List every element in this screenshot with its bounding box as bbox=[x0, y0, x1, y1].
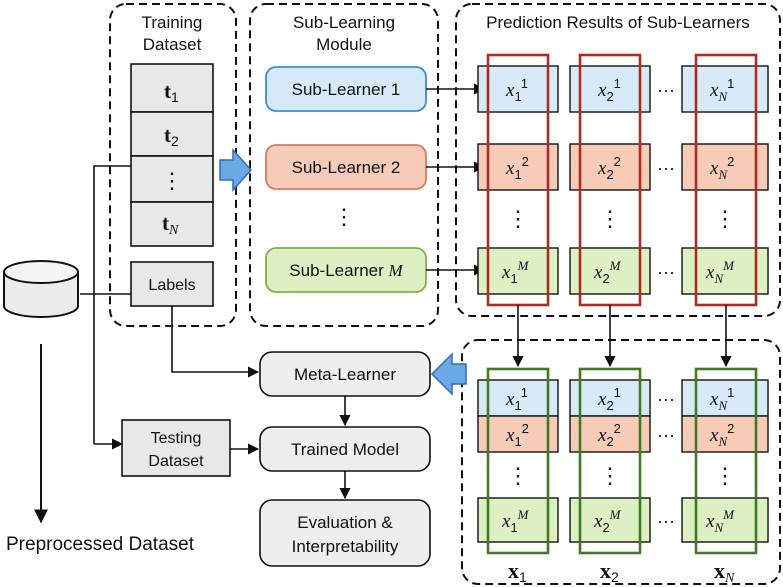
prediction-title: Prediction Results of Sub-Learners bbox=[486, 13, 750, 32]
svg-text:xN1: xN1 bbox=[709, 76, 734, 104]
svg-text:···: ··· bbox=[657, 511, 675, 531]
sub-learner-2-label: Sub-Learner 2 bbox=[292, 158, 401, 177]
svg-text:xN2: xN2 bbox=[709, 154, 734, 182]
stacked-panel bbox=[461, 339, 781, 585]
green-column-frames bbox=[486, 367, 758, 555]
svg-text:⋮: ⋮ bbox=[599, 463, 621, 488]
flow-db-trunk bbox=[80, 165, 131, 295]
svg-text:⋮: ⋮ bbox=[714, 463, 736, 488]
svg-text:x2M: x2M bbox=[593, 507, 622, 535]
svg-text:xNM: xNM bbox=[705, 258, 735, 286]
svg-text:x1M: x1M bbox=[501, 507, 530, 535]
prediction-cell-labels: x11 x21 xN1 x12 x22 xN2 x1M x2M xNM bbox=[501, 76, 735, 286]
arrow-labels-to-meta bbox=[171, 306, 260, 378]
svg-text:···: ··· bbox=[657, 80, 675, 100]
training-samples bbox=[130, 63, 214, 247]
sub-learning-title-line2: Module bbox=[316, 35, 372, 54]
evaluation-line2: Interpretability bbox=[292, 537, 399, 556]
svg-text:x2M: x2M bbox=[593, 258, 622, 286]
svg-text:⋮: ⋮ bbox=[507, 463, 529, 488]
sample-t1: t1 bbox=[164, 79, 179, 105]
meta-learner-label: Meta-Learner bbox=[294, 365, 396, 384]
sub-learner-M-label: Sub-Learner M bbox=[289, 261, 403, 280]
svg-text:x21: x21 bbox=[597, 385, 621, 413]
testing-dataset-box bbox=[121, 419, 231, 477]
sample-vdots: ⋮ bbox=[161, 168, 183, 193]
training-title-line2: Dataset bbox=[143, 35, 202, 54]
sub-learning-panel bbox=[249, 3, 439, 327]
prediction-panel bbox=[455, 3, 781, 317]
sub-learner-vdots: ⋮ bbox=[333, 204, 355, 229]
testing-line2: Dataset bbox=[148, 453, 204, 470]
labels-box bbox=[130, 261, 214, 307]
stacked-dots: ··· ··· ··· ⋮ ⋮ ⋮ bbox=[507, 389, 736, 531]
database-icon bbox=[3, 260, 79, 318]
training-to-sublearners-arrow bbox=[219, 148, 253, 192]
sub-learner-1-label: Sub-Learner 1 bbox=[292, 80, 401, 99]
vector-x2: x2 bbox=[600, 558, 619, 585]
svg-text:xN1: xN1 bbox=[709, 385, 734, 413]
svg-text:···: ··· bbox=[657, 262, 675, 282]
svg-text:x22: x22 bbox=[597, 421, 621, 449]
svg-text:x11: x11 bbox=[505, 76, 528, 104]
svg-text:x12: x12 bbox=[505, 154, 529, 182]
evaluation-line1: Evaluation & bbox=[297, 513, 393, 532]
training-title-line1: Training bbox=[142, 13, 203, 32]
svg-text:···: ··· bbox=[657, 425, 675, 445]
evaluation-box bbox=[259, 499, 431, 567]
svg-text:x21: x21 bbox=[597, 76, 621, 104]
vector-xN: xN bbox=[714, 558, 735, 586]
svg-text:⋮: ⋮ bbox=[507, 206, 529, 231]
trained-model-label: Trained Model bbox=[291, 440, 399, 459]
stacked-to-meta-arrow bbox=[430, 352, 467, 396]
vector-x1: x1 bbox=[508, 558, 527, 585]
svg-text:x12: x12 bbox=[505, 421, 529, 449]
svg-text:xNM: xNM bbox=[705, 507, 735, 535]
svg-text:⋮: ⋮ bbox=[714, 206, 736, 231]
sample-t2: t2 bbox=[164, 123, 179, 149]
svg-text:x22: x22 bbox=[597, 154, 621, 182]
testing-line1: Testing bbox=[151, 430, 202, 447]
svg-text:···: ··· bbox=[657, 389, 675, 409]
prediction-dots: ··· ··· ··· ⋮ ⋮ ⋮ bbox=[507, 80, 736, 282]
stacked-cell-labels: x11 x21 xN1 x12 x22 xN2 x1M x2M xNM bbox=[501, 385, 735, 535]
labels-text: Labels bbox=[148, 277, 195, 294]
sub-learning-title-line1: Sub-Learning bbox=[293, 13, 395, 32]
svg-text:x11: x11 bbox=[505, 385, 528, 413]
preprocessed-dataset-label: Preprocessed Dataset bbox=[6, 534, 195, 555]
svg-text:xN2: xN2 bbox=[709, 421, 734, 449]
sample-tN: tN bbox=[162, 211, 179, 238]
svg-text:···: ··· bbox=[657, 158, 675, 178]
svg-text:x1M: x1M bbox=[501, 258, 530, 286]
svg-text:⋮: ⋮ bbox=[599, 206, 621, 231]
